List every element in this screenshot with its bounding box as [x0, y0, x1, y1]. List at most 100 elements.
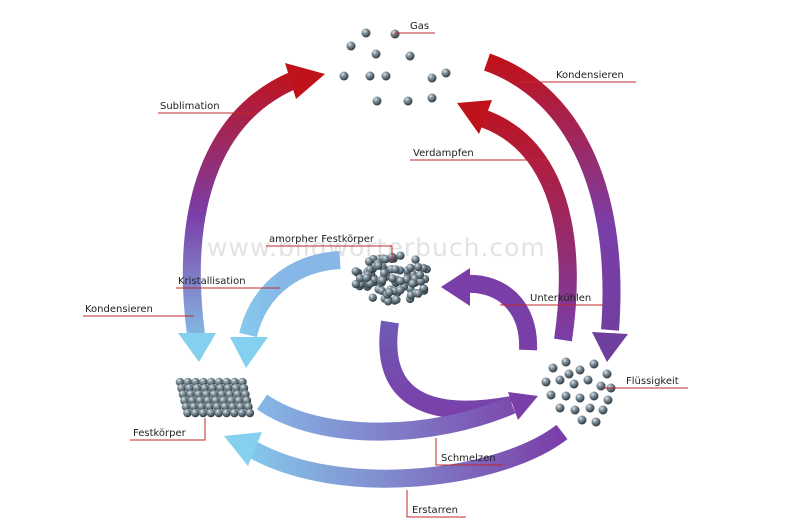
liquid-particle — [583, 375, 593, 385]
amorphous-particle — [368, 293, 377, 302]
gas-particle — [339, 71, 349, 81]
liquid-particle — [555, 375, 565, 385]
amorphous-particle — [414, 289, 423, 298]
arrow-sublimation — [182, 63, 325, 336]
amorphous-particle — [378, 276, 387, 285]
amorphous-particle — [413, 262, 423, 272]
amorphous-particle — [396, 251, 405, 260]
amorphous-particle — [416, 277, 426, 286]
liquid-particle — [591, 417, 601, 427]
gas-particle — [427, 73, 437, 83]
label-amorpher-festkoerper: amorpher Festkörper — [266, 234, 393, 262]
amorphous-particle — [388, 274, 397, 283]
gas-particle — [405, 51, 415, 61]
solid-particle — [237, 408, 247, 418]
label-schmelzen: Schmelzen — [435, 438, 503, 466]
solid-particle — [245, 408, 255, 418]
liquid-particle — [541, 377, 551, 387]
arrow-schmelzen — [256, 392, 538, 441]
amorphous-solid-particles — [351, 251, 431, 306]
svg-text:Erstarren: Erstarren — [412, 505, 458, 516]
liquid-particle — [603, 395, 613, 405]
arrow-kondensieren-gas-to-fluessigkeit — [483, 53, 628, 362]
amorphous-particle — [381, 255, 390, 264]
solid-particle — [183, 408, 192, 418]
amorphous-particle — [364, 257, 374, 266]
label-kristallisation: Kristallisation — [176, 276, 280, 289]
label-fluessigkeit: Flüssigkeit — [604, 376, 688, 389]
solid-particle — [191, 408, 200, 418]
liquid-particle — [596, 381, 606, 391]
label-kondensieren-left: Kondensieren — [83, 304, 194, 317]
svg-text:Kristallisation: Kristallisation — [178, 276, 246, 287]
liquid-particle — [589, 391, 599, 401]
gas-particle — [441, 68, 451, 78]
amorphous-particle — [355, 274, 365, 283]
amorphous-particle — [391, 265, 400, 274]
svg-text:Schmelzen: Schmelzen — [441, 453, 496, 464]
svg-text:Flüssigkeit: Flüssigkeit — [626, 376, 679, 387]
solid-particle — [214, 408, 223, 418]
amorphous-particle — [411, 255, 420, 264]
liquid-particle — [589, 359, 599, 369]
solid-particle — [198, 408, 208, 418]
label-erstarren: Erstarren — [406, 490, 466, 518]
amorphous-particle — [396, 276, 405, 286]
amorphous-particle — [362, 273, 371, 282]
amorphous-particle — [415, 270, 425, 280]
gas-particle — [346, 41, 356, 51]
solid-particle — [230, 408, 239, 418]
svg-text:Kondensieren: Kondensieren — [556, 70, 624, 81]
gas-particle — [403, 96, 413, 106]
liquid-particle — [569, 379, 579, 389]
arrow-erstarren — [224, 424, 568, 488]
gas-particles — [339, 28, 451, 106]
liquid-particle — [548, 363, 558, 373]
gas-particle — [365, 71, 375, 81]
arrow-kristallisation — [230, 251, 341, 368]
arrow-unterkuehlen — [441, 268, 538, 351]
amorphous-particle — [396, 286, 405, 295]
amorphous-particle — [419, 284, 428, 293]
liquid-particle — [585, 403, 595, 413]
solid-particle — [222, 408, 231, 418]
liquid-particle — [561, 391, 571, 401]
solid-particle — [206, 408, 216, 418]
amorphous-particle — [383, 297, 393, 306]
amorphous-particle — [406, 263, 415, 272]
svg-text:Kondensieren: Kondensieren — [85, 304, 153, 315]
amorphous-particle — [351, 267, 360, 276]
label-kondensieren-top: Kondensieren — [520, 70, 636, 83]
liquid-particle — [564, 369, 574, 379]
liquid-particle — [561, 357, 571, 367]
arrow-kondensieren-gas-to-festkoerper — [178, 333, 216, 362]
liquid-particle — [555, 403, 565, 413]
arrow-amorph-schmelzen — [379, 320, 514, 419]
gas-particle — [371, 49, 381, 59]
liquid-particle — [570, 405, 580, 415]
amorphous-particle — [379, 268, 389, 278]
label-verdampfen: Verdampfen — [410, 148, 548, 161]
gas-particle — [427, 93, 437, 103]
label-sublimation: Sublimation — [158, 101, 256, 114]
svg-text:Gas: Gas — [410, 21, 429, 32]
amorphous-particle — [408, 279, 417, 288]
label-unterkuehlen: Unterkühlen — [500, 293, 604, 306]
solid-particles — [175, 377, 255, 418]
svg-text:Unterkühlen: Unterkühlen — [530, 293, 591, 304]
svg-text:Sublimation: Sublimation — [160, 101, 220, 112]
svg-text:Festkörper: Festkörper — [133, 428, 187, 439]
svg-text:Verdampfen: Verdampfen — [413, 148, 474, 159]
amorphous-particle — [374, 261, 383, 270]
amorphous-particle — [351, 279, 361, 289]
liquid-particle — [598, 405, 608, 415]
liquid-particle — [575, 393, 585, 403]
label-festkoerper: Festkörper — [130, 418, 206, 441]
amorphous-particle — [392, 295, 401, 304]
label-gas: Gas — [394, 21, 435, 37]
gas-particle — [361, 28, 371, 38]
liquid-particle — [577, 415, 587, 425]
arrow-verdampfen — [457, 100, 577, 342]
liquid-particle — [575, 365, 585, 375]
